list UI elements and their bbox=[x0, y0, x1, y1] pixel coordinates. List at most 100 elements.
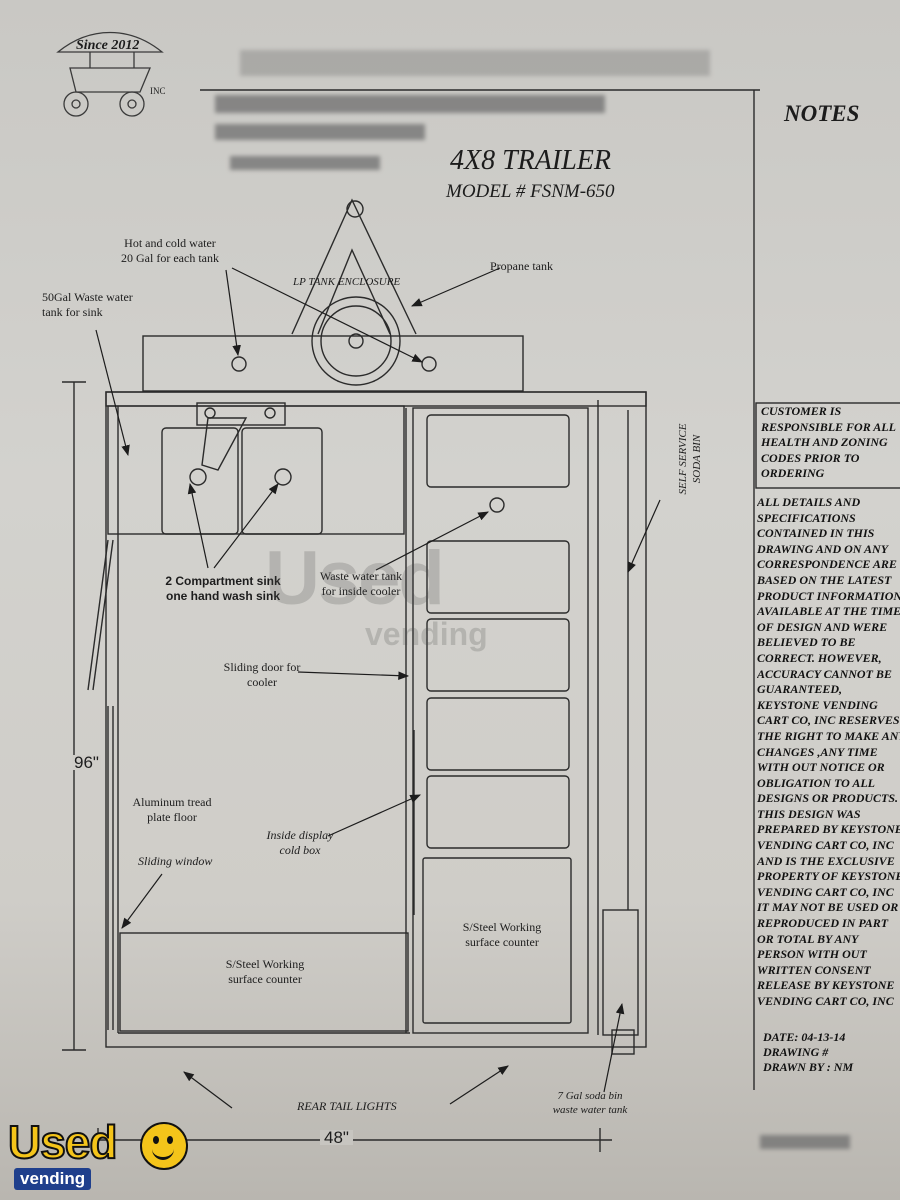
counter-right-label: S/Steel Working surface counter bbox=[442, 920, 562, 950]
note-line: PRODUCT INFORMATION bbox=[757, 588, 900, 603]
label-line: for inside cooler bbox=[321, 584, 401, 598]
logo-used-text: Used bbox=[7, 1116, 118, 1168]
model-number: MODEL # FSNM-650 bbox=[446, 181, 615, 202]
label-line: Sliding door for bbox=[223, 660, 301, 674]
note-line: WRITTEN CONSENT bbox=[757, 962, 871, 977]
note-line: BASED ON THE LATEST bbox=[757, 572, 892, 587]
drawing-info: DATE: 04-13-14 DRAWING # DRAWN BY : NM bbox=[763, 1030, 893, 1075]
label-line: Waste water tank bbox=[319, 569, 403, 583]
label-line: 20 Gal for each tank bbox=[121, 251, 219, 265]
note-line: AND IS THE EXCLUSIVE bbox=[757, 853, 895, 868]
page-title: 4X8 TRAILER bbox=[450, 145, 611, 176]
note-line: VENDING CART CO, INC bbox=[757, 994, 894, 1008]
drawing-number: DRAWING # bbox=[763, 1045, 829, 1059]
label-line: 50Gal Waste water bbox=[42, 290, 133, 304]
note-line: CONTAINED IN THIS bbox=[757, 526, 875, 541]
note-line: CHANGES ,ANY TIME bbox=[757, 744, 878, 759]
note-line: CUSTOMER IS bbox=[761, 404, 842, 418]
height-dimension: 96" bbox=[72, 753, 101, 772]
waste-water-cooler-label: Waste water tank for inside cooler bbox=[306, 569, 416, 599]
label-line: tank for sink bbox=[42, 305, 103, 319]
rear-tail-lights-label: REAR TAIL LIGHTS bbox=[297, 1099, 397, 1113]
redacted-company-name bbox=[215, 95, 605, 113]
note-line: BELIEVED TO BE bbox=[757, 635, 856, 650]
sliding-window-label: Sliding window bbox=[138, 854, 213, 868]
note-line: ORDERING bbox=[761, 466, 825, 481]
note-line: OR TOTAL BY ANY bbox=[757, 931, 859, 946]
propane-tank-label: Propane tank bbox=[490, 259, 553, 273]
note-line: CART CO, INC RESERVES bbox=[757, 713, 900, 728]
label-line: plate floor bbox=[147, 810, 197, 824]
sinks-label: 2 Compartment sink one hand wash sink bbox=[158, 574, 288, 604]
label-line: S/Steel Working bbox=[225, 957, 305, 971]
note-line: CORRESPONDENCE ARE bbox=[757, 557, 897, 572]
cart-logo-icon bbox=[56, 31, 164, 117]
drawn-by: DRAWN BY : NM bbox=[763, 1060, 854, 1074]
redacted-footer bbox=[760, 1135, 850, 1149]
counter-left-label: S/Steel Working surface counter bbox=[205, 957, 325, 987]
logo-inc-text: INC bbox=[150, 86, 166, 96]
hot-cold-water-label: Hot and cold water 20 Gal for each tank bbox=[90, 236, 250, 266]
note-line: WITH OUT NOTICE OR bbox=[757, 760, 885, 775]
customer-responsibility-note: CUSTOMER IS RESPONSIBLE FOR ALL HEALTH A… bbox=[761, 404, 900, 482]
label-line: SELF SERVICE bbox=[677, 423, 689, 495]
label-line: surface counter bbox=[228, 972, 302, 986]
note-line: DRAWING AND ON ANY bbox=[757, 541, 889, 556]
note-line: CORRECT. HOWEVER, bbox=[757, 650, 882, 665]
label-line: Hot and cold water bbox=[124, 236, 216, 250]
label-line: cooler bbox=[247, 675, 277, 689]
note-line: KEYSTONE VENDING bbox=[757, 697, 878, 712]
note-line: REPRODUCED IN PART bbox=[757, 916, 889, 931]
self-service-soda-bin-label: SELF SERVICE SODA BIN bbox=[676, 409, 704, 509]
note-line: OBLIGATION TO ALL bbox=[757, 775, 876, 790]
note-line: RESPONSIBLE FOR ALL bbox=[761, 419, 896, 434]
note-line: HEALTH AND ZONING bbox=[761, 435, 888, 450]
redacted-letterhead bbox=[240, 50, 710, 76]
watermark: Used vending bbox=[265, 536, 488, 652]
label-line: one hand wash sink bbox=[165, 589, 281, 603]
label-line: SODA BIN bbox=[691, 434, 703, 484]
note-line: CODES PRIOR TO bbox=[761, 450, 860, 465]
note-line: THIS DESIGN WAS bbox=[757, 806, 861, 821]
note-line: SPECIFICATIONS bbox=[757, 510, 856, 525]
sliding-door-label: Sliding door for cooler bbox=[212, 660, 312, 690]
redacted-address bbox=[215, 124, 425, 140]
soda-bin-tank-label: 7 Gal soda bin waste water tank bbox=[540, 1089, 640, 1117]
notes-heading: NOTES bbox=[784, 101, 860, 126]
disclaimer-note: ALL DETAILS AND SPECIFICATIONS CONTAINED… bbox=[757, 495, 900, 1010]
label-line: surface counter bbox=[465, 935, 539, 949]
logo-since-text: Since 2012 bbox=[76, 38, 140, 53]
smiley-icon bbox=[140, 1122, 188, 1170]
note-line: RELEASE BY KEYSTONE bbox=[757, 978, 895, 993]
lp-enclosure-label: LP TANK ENCLOSURE bbox=[293, 276, 401, 288]
drawing-date: DATE: 04-13-14 bbox=[763, 1030, 846, 1044]
label-line: waste water tank bbox=[552, 1104, 628, 1116]
note-line: OF DESIGN AND WERE bbox=[757, 619, 888, 634]
label-line: cold box bbox=[279, 843, 321, 857]
watermark-big: Used bbox=[265, 536, 445, 621]
aluminum-floor-label: Aluminum tread plate floor bbox=[122, 795, 222, 825]
note-line: VENDING CART CO, INC bbox=[757, 884, 894, 899]
label-line: 2 Compartment sink bbox=[165, 574, 281, 588]
note-line: ALL DETAILS AND bbox=[757, 495, 861, 509]
note-line: PERSON WITH OUT bbox=[757, 947, 867, 962]
note-line: THE RIGHT TO MAKE ANY bbox=[757, 728, 900, 743]
note-line: PROPERTY OF KEYSTONE bbox=[757, 869, 900, 884]
note-line: GUARANTEED, bbox=[757, 682, 843, 697]
watermark-small: vending bbox=[365, 616, 488, 652]
note-line: IT MAY NOT BE USED OR bbox=[757, 900, 899, 915]
label-line: Inside display bbox=[266, 828, 334, 842]
width-dimension: 48" bbox=[320, 1129, 353, 1146]
note-line: ACCURACY CANNOT BE bbox=[757, 666, 892, 681]
label-line: 7 Gal soda bin bbox=[557, 1090, 623, 1102]
inside-display-label: Inside display cold box bbox=[255, 828, 345, 858]
note-line: PREPARED BY KEYSTONE bbox=[757, 822, 900, 837]
logo-vending-text: vending bbox=[14, 1168, 92, 1190]
waste-water-50-label: 50Gal Waste water tank for sink bbox=[42, 290, 133, 320]
label-line: Aluminum tread bbox=[132, 795, 212, 809]
used-vending-logo: Used vending bbox=[7, 1116, 188, 1196]
redacted-contact bbox=[230, 156, 380, 170]
note-line: AVAILABLE AT THE TIME bbox=[757, 604, 900, 619]
